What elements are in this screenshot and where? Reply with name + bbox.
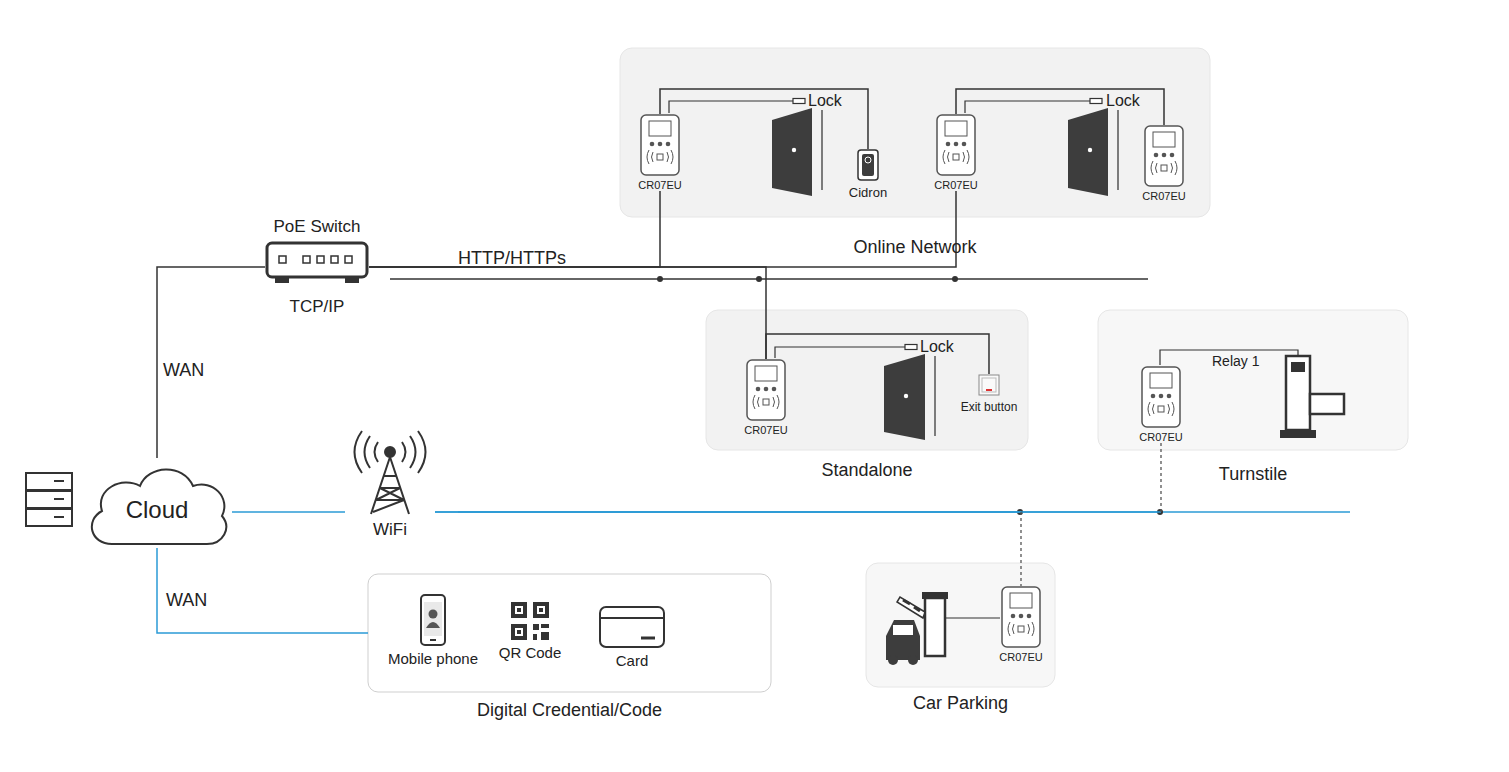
- cr07eu-reader: CR07EU: [999, 586, 1042, 663]
- connector-line: [369, 191, 660, 267]
- device-label: CR07EU: [1139, 431, 1182, 443]
- turnstile-illustration: [1160, 350, 1344, 438]
- turnstile-panel: TurnstileCR07EU: [1098, 310, 1408, 450]
- device-label: Card: [616, 652, 649, 669]
- exit-button: Exit button: [961, 374, 1018, 414]
- edge-label: WAN: [163, 360, 204, 381]
- cidron-reader-icon: [857, 149, 879, 181]
- reader-device-icon: [1141, 366, 1181, 428]
- device-label: CR07EU: [1142, 190, 1185, 202]
- connector-line: [232, 511, 345, 513]
- device-label: CR07EU: [934, 179, 977, 191]
- reader-device-icon: [640, 114, 680, 176]
- cloud-node: Cloud: [82, 458, 232, 548]
- connector-line: [157, 267, 265, 458]
- qr-code-icon: [511, 602, 549, 640]
- device-label: CR07EU: [744, 424, 787, 436]
- connector-line: [435, 511, 1161, 513]
- connector-line: [956, 89, 1164, 125]
- connector-line: [435, 511, 1021, 513]
- reader-device-icon: [936, 114, 976, 176]
- reader-device-icon: [1001, 586, 1041, 648]
- phone-icon: [419, 594, 447, 646]
- card: Card: [599, 606, 665, 669]
- edge-label: WAN: [166, 590, 207, 611]
- device-label: QR Code: [499, 644, 562, 661]
- protocol-label: TCP/IP: [290, 297, 345, 317]
- qr-code: QR Code: [499, 602, 562, 661]
- mobile-phone: Mobile phone: [388, 594, 478, 667]
- device-label: CR07EU: [999, 651, 1042, 663]
- digital-credential-panel: Digital Credential/CodeMobile phoneQR Co…: [368, 574, 771, 692]
- device-label: Exit button: [961, 400, 1018, 414]
- cr07eu-reader: CR07EU: [1139, 366, 1182, 443]
- wifi-tower-icon: [345, 428, 435, 516]
- panel-caption: Online Network: [621, 237, 1209, 258]
- panel-grounds: [368, 48, 1408, 692]
- device-label: WiFi: [373, 520, 407, 540]
- panel-caption: Car Parking: [867, 693, 1054, 714]
- lock-label: Lock: [1106, 92, 1140, 110]
- device-label: Mobile phone: [388, 650, 478, 667]
- panel-caption: Digital Credential/Code: [369, 700, 770, 721]
- exit-button-icon: [978, 374, 1000, 396]
- poe-switch: PoE SwitchTCP/IP: [265, 217, 369, 317]
- server-icon: [26, 473, 72, 526]
- cr07eu-reader: CR07EU: [934, 114, 977, 191]
- bus-lines: [390, 276, 1350, 515]
- connector-line: [157, 548, 368, 633]
- cloud-label: Cloud: [126, 496, 189, 524]
- device-label: CR07EU: [638, 179, 681, 191]
- connector-line: [369, 267, 766, 359]
- lock-label: Lock: [920, 338, 954, 356]
- wireless-link: [1020, 512, 1021, 586]
- lock-wires: [669, 99, 1102, 359]
- panel-caption: Turnstile: [1099, 464, 1407, 485]
- cr07eu-reader: CR07EU: [744, 359, 787, 436]
- connector-line: [766, 334, 989, 374]
- device-label: Cidron: [849, 185, 887, 200]
- switch-icon: [265, 241, 369, 287]
- cr07eu-reader: CR07EU: [638, 114, 681, 191]
- car-parking-panel: Car ParkingCR07EU: [866, 563, 1055, 687]
- cidron-reader: Cidron: [849, 149, 887, 200]
- wireless-link: [1160, 443, 1161, 512]
- wifi-tower: WiFi: [345, 428, 435, 540]
- lock-label: Lock: [808, 92, 842, 110]
- connector-line: [660, 89, 868, 149]
- car-barrier-illustration: [886, 592, 1000, 665]
- panel-caption: Standalone: [707, 460, 1027, 481]
- cr07eu-reader: CR07EU: [1142, 125, 1185, 202]
- doors: [772, 108, 1118, 440]
- card-icon: [599, 606, 665, 648]
- online-network-panel: Online NetworkCR07EUCidronCR07EUCR07EU: [620, 48, 1210, 217]
- standalone-panel: StandaloneCR07EUExit button: [706, 310, 1028, 450]
- reader-device-icon: [1144, 125, 1184, 187]
- switch-name: PoE Switch: [274, 217, 361, 237]
- reader-device-icon: [746, 359, 786, 421]
- edge-label: HTTP/HTTPs: [458, 248, 566, 269]
- relay-label: Relay 1: [1212, 353, 1259, 369]
